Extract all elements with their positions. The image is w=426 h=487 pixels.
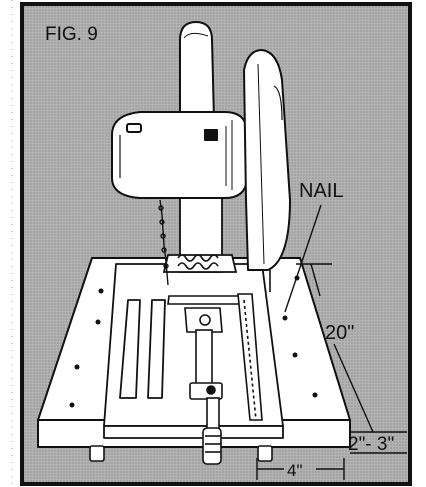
return-spring	[177, 254, 219, 270]
blade-guard	[243, 49, 291, 292]
nail-leader-line	[284, 204, 322, 313]
upper-arm	[179, 21, 215, 121]
height-dimension	[296, 263, 374, 433]
board-feet	[89, 445, 273, 462]
figure-title: FIG. 9	[45, 24, 98, 45]
height-label: 20"	[325, 322, 354, 344]
overhang-dimension	[256, 458, 345, 480]
overhang-label: 4"	[287, 461, 303, 480]
vise-track	[167, 293, 263, 421]
chain	[158, 199, 169, 286]
nail-label: NAIL	[299, 180, 343, 202]
vise-crank-handle	[202, 397, 222, 465]
vise-jaw	[184, 307, 223, 400]
thickness-label: 2"- 3"	[348, 434, 394, 455]
thickness-dimension	[350, 431, 407, 454]
nail-holes	[69, 275, 318, 408]
motor-housing	[111, 111, 248, 199]
